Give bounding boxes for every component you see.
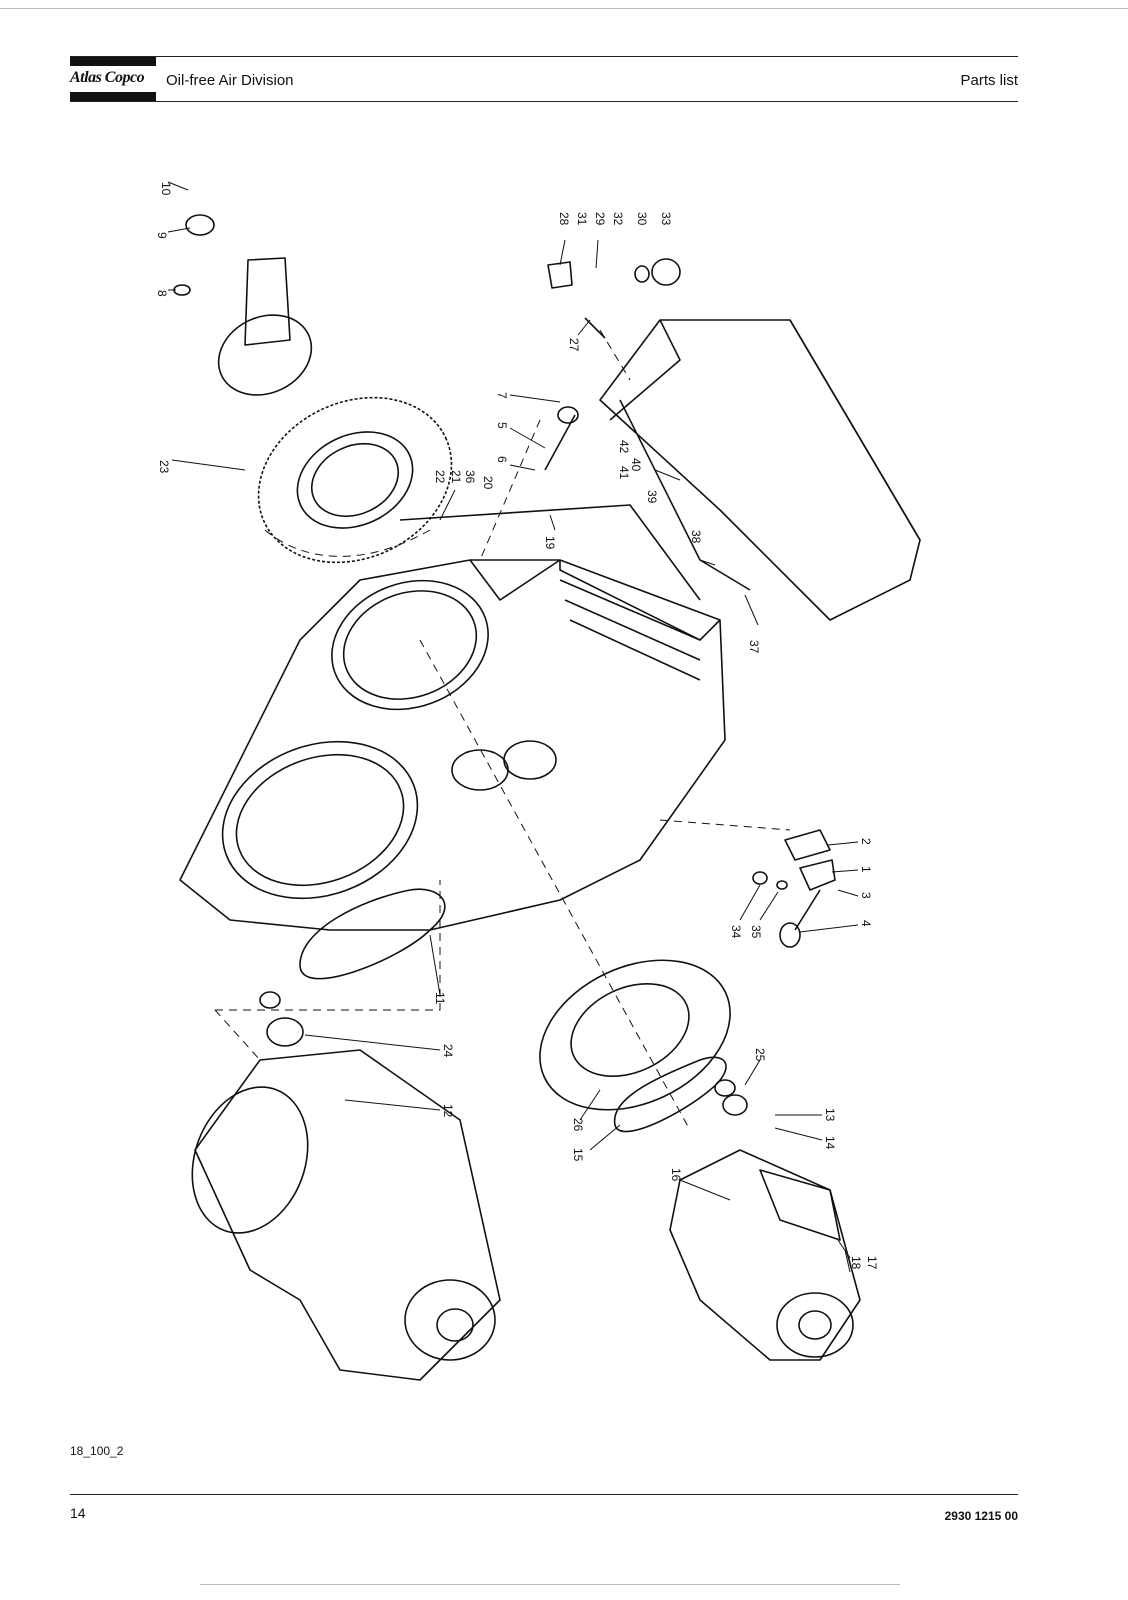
gear-casing xyxy=(179,559,726,931)
callout-42: 42 xyxy=(617,440,631,454)
header-rule-bottom xyxy=(70,101,1018,102)
callout-3: 3 xyxy=(859,892,873,899)
callout-24: 24 xyxy=(441,1044,455,1058)
callout-17: 17 xyxy=(865,1256,879,1270)
callout-21: 21 xyxy=(449,470,463,484)
callout-9: 9 xyxy=(155,232,169,239)
plug-34 xyxy=(752,871,768,885)
callout-39: 39 xyxy=(645,490,659,504)
doc-type-label: Parts list xyxy=(960,72,1018,89)
filter-33 xyxy=(651,258,681,286)
callout-2: 2 xyxy=(859,838,873,845)
callout-38: 38 xyxy=(689,530,703,544)
gasket-15 xyxy=(613,1056,727,1133)
callout-13: 13 xyxy=(823,1108,837,1122)
callout-4: 4 xyxy=(859,920,873,927)
callout-22: 22 xyxy=(433,470,447,484)
document-number: 2930 1215 00 xyxy=(944,1509,1018,1523)
callout-28: 28 xyxy=(557,212,571,226)
scan-artifact-bottom xyxy=(200,1584,900,1585)
callout-26: 26 xyxy=(571,1118,585,1132)
pump-cover-2 xyxy=(784,829,831,861)
drive-shaft xyxy=(244,257,291,346)
cover-plate xyxy=(539,959,731,1111)
lp-element xyxy=(194,1049,501,1381)
callout-31: 31 xyxy=(575,212,589,226)
callout-6: 6 xyxy=(495,456,509,463)
callout-20: 20 xyxy=(481,476,495,490)
callout-8: 8 xyxy=(155,290,169,297)
callout-32: 32 xyxy=(611,212,625,226)
callout-25: 25 xyxy=(753,1048,767,1062)
brand-logo: Atlas Copco xyxy=(70,69,145,86)
casing-bore-upper xyxy=(331,579,489,711)
logo-bar-bottom xyxy=(70,92,156,102)
scan-artifact-top xyxy=(0,8,1128,9)
pinion-24 xyxy=(266,1017,304,1047)
seal-ring-24 xyxy=(259,991,281,1009)
callout-10: 10 xyxy=(159,182,173,196)
callout-37: 37 xyxy=(747,640,761,654)
callout-14: 14 xyxy=(823,1136,837,1150)
washer-30 xyxy=(634,265,650,283)
callout-35: 35 xyxy=(749,925,763,939)
seal-ring-25 xyxy=(714,1079,736,1097)
washer-35 xyxy=(776,880,788,890)
callout-30: 30 xyxy=(635,212,649,226)
gear-wheel xyxy=(257,396,453,564)
tube-27 xyxy=(584,317,606,339)
fitting-28 xyxy=(547,261,573,289)
callout-5: 5 xyxy=(495,422,509,429)
callout-41: 41 xyxy=(617,466,631,480)
callout-15: 15 xyxy=(571,1148,585,1162)
callout-1: 1 xyxy=(859,866,873,873)
gasket-11 xyxy=(299,888,446,980)
callout-23: 23 xyxy=(157,460,171,474)
shaft-washer xyxy=(185,214,215,236)
callout-36: 36 xyxy=(463,470,477,484)
cooler-housing xyxy=(599,319,921,621)
hp-element xyxy=(669,1149,861,1361)
callout-7: 7 xyxy=(495,392,509,399)
callout-11: 11 xyxy=(433,992,447,1005)
callout-19: 19 xyxy=(543,536,557,550)
figure-code: 18_100_2 xyxy=(70,1444,124,1458)
page-number: 14 xyxy=(70,1505,86,1521)
callout-29: 29 xyxy=(593,212,607,226)
footer-rule xyxy=(70,1494,1018,1495)
logo-bar-top xyxy=(70,56,156,66)
callout-40: 40 xyxy=(629,458,643,472)
oil-pipe xyxy=(399,504,701,601)
dipstick-4 xyxy=(779,922,801,948)
callout-12: 12 xyxy=(441,1104,455,1118)
callout-18: 18 xyxy=(849,1256,863,1270)
callout-27: 27 xyxy=(567,338,581,352)
callout-34: 34 xyxy=(729,925,743,939)
casing-bore-lower xyxy=(221,740,419,900)
callout-16: 16 xyxy=(669,1168,683,1182)
shaft-o-ring xyxy=(173,284,191,296)
shaft-flange xyxy=(217,314,313,396)
callout-33: 33 xyxy=(659,212,673,226)
pin-5 xyxy=(557,406,579,424)
pump-body-1 xyxy=(799,859,836,891)
header-rule-top xyxy=(70,56,1018,57)
division-title: Oil-free Air Division xyxy=(166,72,294,89)
